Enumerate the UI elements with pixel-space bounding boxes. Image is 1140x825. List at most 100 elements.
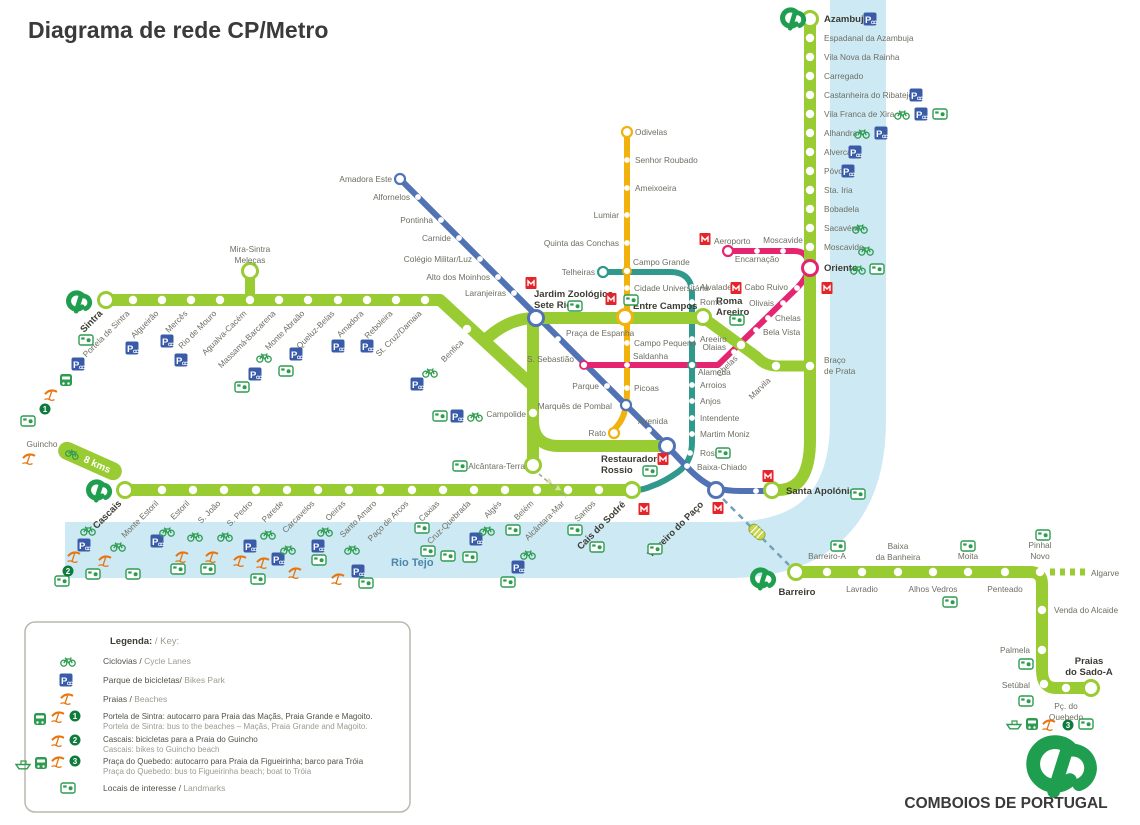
station-marker <box>274 295 284 305</box>
station-label: Algueirão <box>129 308 161 340</box>
station-marker <box>805 204 815 214</box>
station-marker <box>157 485 167 495</box>
station-marker <box>624 157 630 163</box>
station-marker <box>462 324 472 334</box>
station-marker <box>787 563 805 581</box>
landmark-icon <box>60 782 76 794</box>
cycle-lane-icon <box>467 411 483 422</box>
landmark-icon <box>1018 695 1034 707</box>
legend-text: Locais de interesse / Landmarks <box>103 783 225 793</box>
station-label: Santos <box>572 498 597 523</box>
station-marker <box>407 485 417 495</box>
station-marker <box>619 398 633 412</box>
station-marker <box>1035 567 1045 577</box>
landmark-icon <box>420 545 436 557</box>
station-marker <box>624 340 630 346</box>
station-label: Benfica <box>439 337 466 364</box>
station-label: Setúbal <box>1002 680 1030 690</box>
station-label: Sacavém <box>824 223 859 233</box>
station-label: Amadora <box>335 308 366 339</box>
bike-park-icon <box>331 339 346 354</box>
station-label: Parque <box>572 381 599 391</box>
station-label: Azambuja <box>824 14 870 25</box>
station-marker <box>687 360 697 370</box>
station-label: Laranjeiras <box>465 288 506 298</box>
legend-text-pt: Portela de Sintra: autocarro para Praia … <box>103 712 372 721</box>
bike-park-icon <box>909 88 924 103</box>
station-marker <box>754 248 760 254</box>
landmark-icon <box>850 488 866 500</box>
station-marker <box>805 128 815 138</box>
station-label: Pontinha <box>400 215 433 225</box>
station-marker <box>532 485 542 495</box>
landmark-icon <box>715 447 731 459</box>
station-label: Areeiro <box>700 334 727 344</box>
station-label: Martim Moniz <box>700 429 750 439</box>
metro-flag-icon <box>637 502 651 516</box>
landmark-icon <box>1078 718 1094 730</box>
station-marker <box>624 240 630 246</box>
landmark-icon <box>500 576 516 588</box>
station-label: Alvalade <box>700 282 732 292</box>
station-marker <box>805 71 815 81</box>
legend-text-pt: Praça do Quebedo: autocarro para Praia d… <box>103 757 364 766</box>
landmark-icon <box>642 465 658 477</box>
station-marker <box>689 284 695 290</box>
landmark-icon <box>567 300 583 312</box>
station-marker <box>438 217 444 223</box>
badge-1-icon <box>39 403 51 415</box>
metro-green-line <box>603 269 695 493</box>
station-label: Alameda <box>698 367 731 377</box>
station-marker <box>469 485 479 495</box>
station-marker <box>721 244 735 258</box>
station-marker <box>415 194 421 200</box>
station-marker <box>736 340 746 350</box>
station-label: Avenida <box>638 416 668 426</box>
station-marker <box>594 485 604 495</box>
landmark-icon <box>462 551 478 563</box>
landmark-icon <box>170 563 186 575</box>
station-marker <box>97 291 115 309</box>
station-marker <box>689 398 695 404</box>
station-label: Odivelas <box>635 127 667 137</box>
station-label: Olivais <box>749 298 774 308</box>
station-marker <box>579 360 589 370</box>
station-marker <box>707 481 725 499</box>
bike-park-icon <box>174 353 189 368</box>
station-label: Telheiras <box>562 267 595 277</box>
badge-1-icon <box>69 710 81 722</box>
station-label: Vila Nova da Rainha <box>824 52 900 62</box>
station-marker <box>731 349 737 355</box>
station-label: Quinta das Conchas <box>544 238 619 248</box>
station-label: Carregado <box>824 71 864 81</box>
station-label: Castanheira do Ribatejo <box>824 90 913 100</box>
station-label: Marvila <box>746 375 772 401</box>
bus-icon <box>35 757 47 769</box>
station-label: Marquês de Pombal <box>538 401 612 411</box>
station-label: Chelas <box>775 313 801 323</box>
station-marker <box>116 481 134 499</box>
station-marker <box>241 262 259 280</box>
stations-layer <box>97 10 1100 697</box>
station-marker <box>805 223 815 233</box>
station-label: Caxias <box>416 498 441 523</box>
landmark-icon <box>432 410 448 422</box>
station-marker <box>157 295 167 305</box>
landmark-icon <box>589 541 605 553</box>
station-label: Oeiras <box>323 498 347 522</box>
station-label: Vila Franca de Xira <box>824 109 895 119</box>
station-marker <box>805 33 815 43</box>
station-marker <box>687 450 693 456</box>
bike-park-icon <box>248 367 263 382</box>
station-label: Algés <box>482 498 504 520</box>
station-label: Espadanal da Azambuja <box>824 33 914 43</box>
landmark-icon <box>452 460 468 472</box>
station-marker <box>1082 679 1100 697</box>
station-marker <box>753 488 759 494</box>
